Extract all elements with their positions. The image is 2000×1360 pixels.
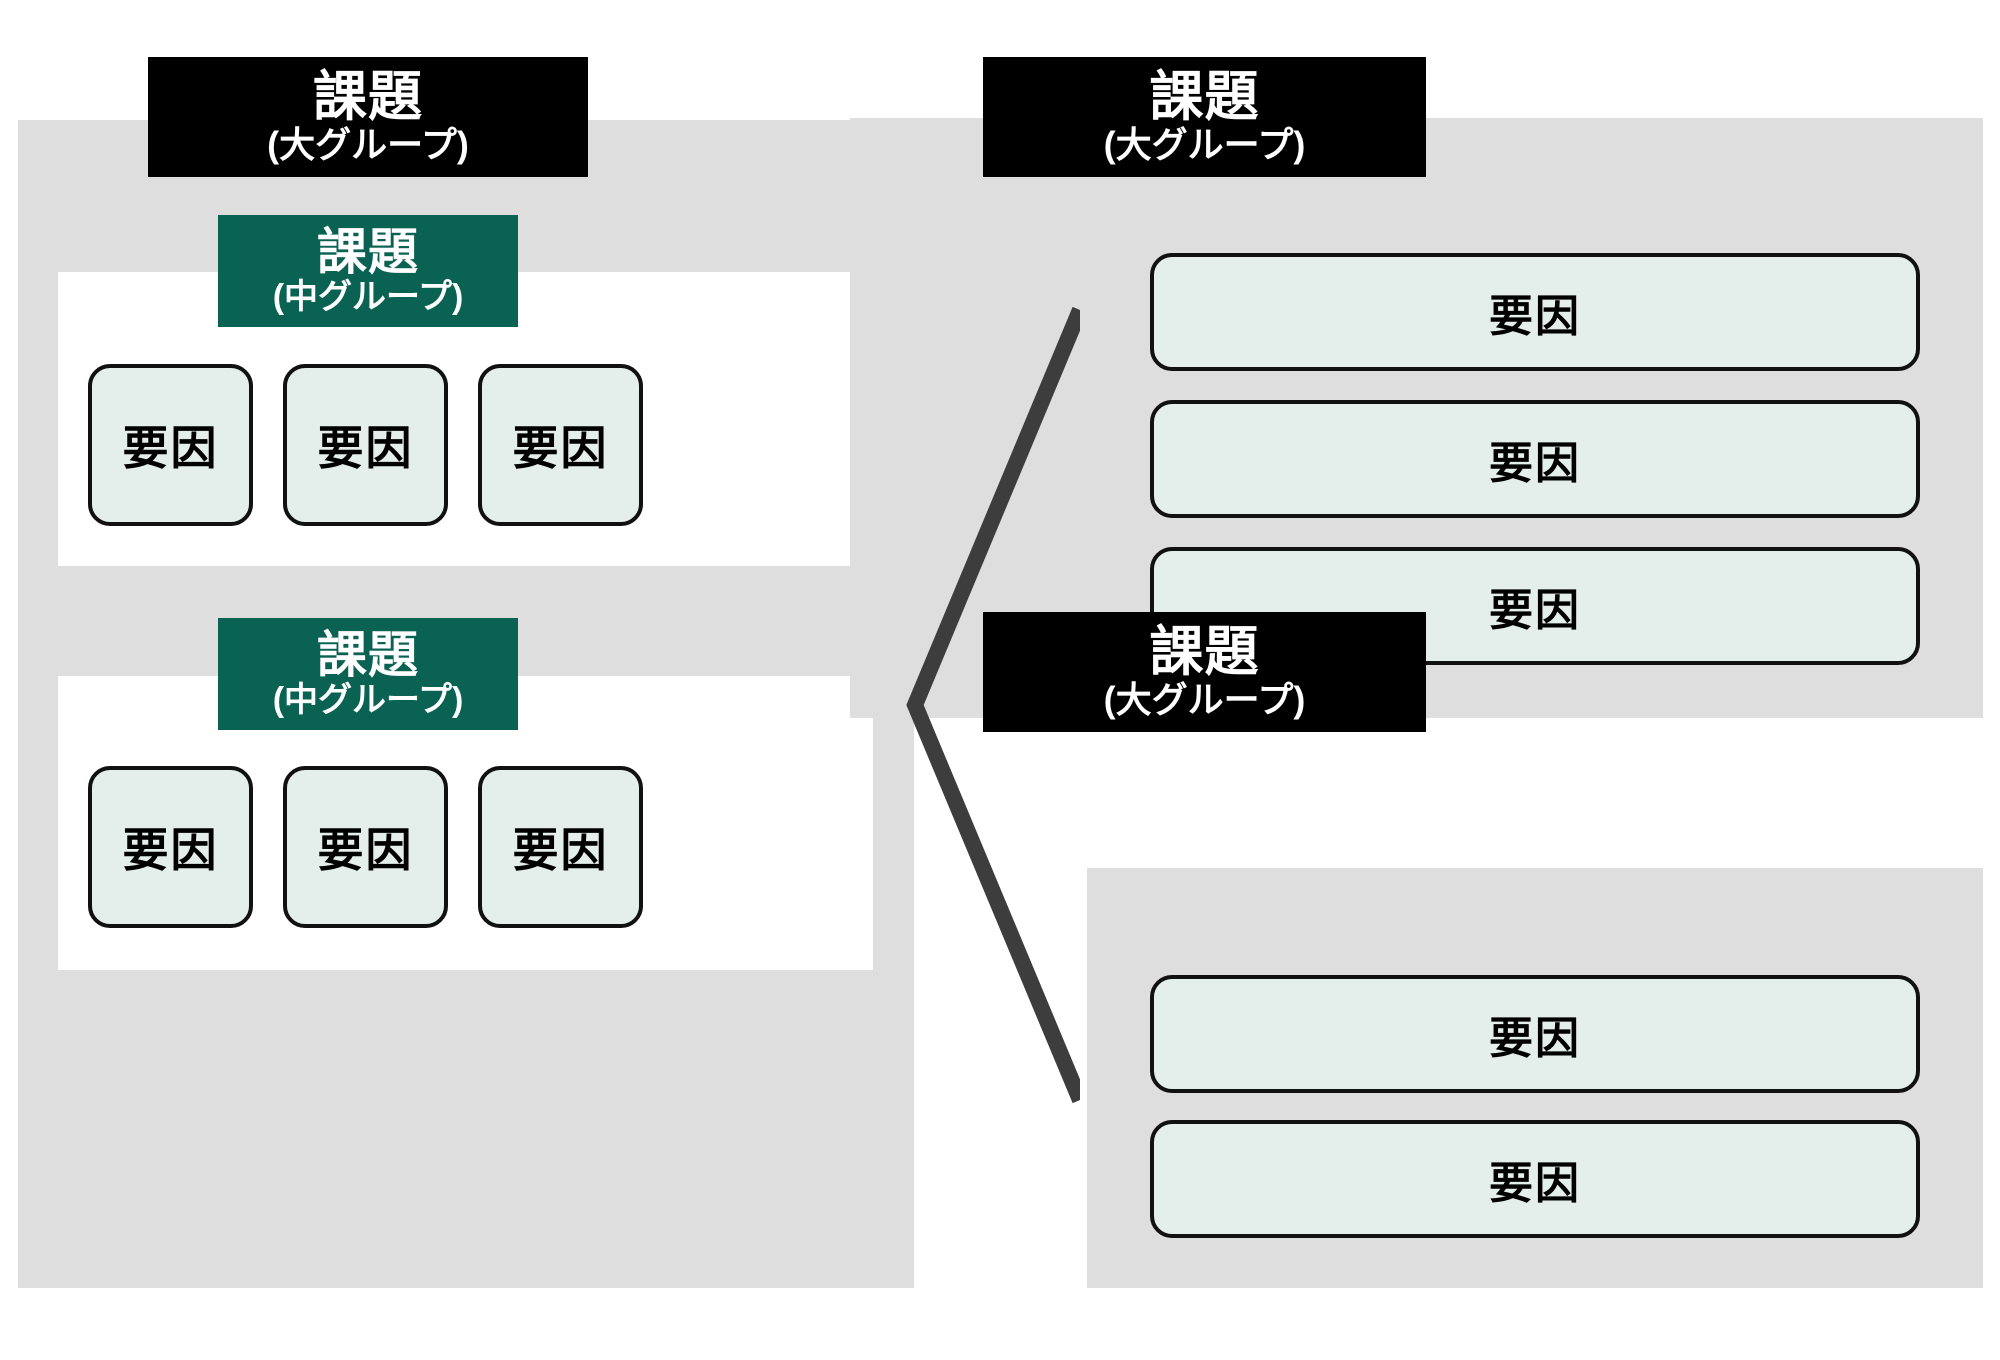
factor-label: 要因: [317, 824, 414, 876]
factor-label: 要因: [512, 824, 609, 876]
left-large-group-header-line1: 課題: [313, 67, 423, 128]
right-panel-1-factor-2[interactable]: 要因: [1150, 400, 1920, 518]
right-large-group-header-2: 課題 (大グループ): [983, 612, 1426, 732]
factor-label: 要因: [1489, 439, 1581, 488]
right-panel-2-factor-2[interactable]: 要因: [1150, 1120, 1920, 1238]
left-subgroup-1-factor-1[interactable]: 要因: [88, 364, 253, 526]
right-large-group-header-1-line1: 課題: [1149, 67, 1260, 128]
left-subgroup-2-factor-3[interactable]: 要因: [478, 766, 643, 928]
factor-label: 要因: [317, 422, 414, 474]
factor-label: 要因: [1489, 1159, 1581, 1208]
factor-label: 要因: [1489, 1014, 1581, 1063]
left-subgroup-1-header-line1: 課題: [317, 224, 419, 281]
factor-label: 要因: [1489, 586, 1581, 635]
right-large-group-header-1: 課題 (大グループ): [983, 57, 1426, 177]
left-large-group-header-line2: (大グループ): [267, 124, 469, 166]
factor-label: 要因: [122, 824, 219, 876]
left-subgroup-2-header: 課題 (中グループ): [218, 618, 518, 730]
left-subgroup-2-factor-2[interactable]: 要因: [283, 766, 448, 928]
left-subgroup-1-factor-2[interactable]: 要因: [283, 364, 448, 526]
factor-label: 要因: [122, 422, 219, 474]
left-subgroup-1-header-line2: (中グループ): [272, 278, 464, 317]
right-large-group-header-2-line1: 課題: [1149, 622, 1260, 683]
left-subgroup-2-header-line1: 課題: [317, 627, 419, 684]
left-subgroup-2-factor-1[interactable]: 要因: [88, 766, 253, 928]
factor-label: 要因: [512, 422, 609, 474]
left-subgroup-2-header-line2: (中グループ): [272, 681, 464, 720]
left-subgroup-1-factor-3[interactable]: 要因: [478, 364, 643, 526]
left-subgroup-1-header: 課題 (中グループ): [218, 215, 518, 327]
right-large-group-header-2-line2: (大グループ): [1103, 679, 1306, 721]
right-large-group-header-1-line2: (大グループ): [1103, 124, 1306, 166]
left-large-group-header: 課題 (大グループ): [148, 57, 588, 177]
right-panel-2-factor-1[interactable]: 要因: [1150, 975, 1920, 1093]
right-panel-1-factor-1[interactable]: 要因: [1150, 253, 1920, 371]
factor-label: 要因: [1489, 292, 1581, 341]
